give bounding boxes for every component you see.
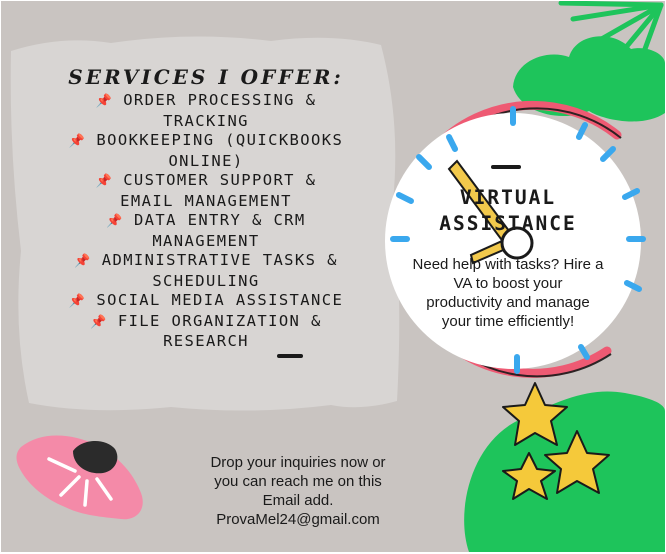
- green-blob-top: [513, 36, 665, 122]
- pushpin-icon: 📌: [95, 94, 114, 109]
- clock-icon: [385, 100, 646, 378]
- pushpin-icon: 📌: [68, 134, 87, 149]
- contact-email: ProvaMel24@gmail.com: [216, 511, 380, 528]
- pushpin-icon: 📌: [95, 174, 114, 189]
- list-item: 📌SOCIAL MEDIA ASSISTANCE: [68, 291, 344, 309]
- pushpin-icon: 📌: [90, 314, 108, 330]
- list-item: 📌CUSTOMER SUPPORT &EMAIL MANAGEMENT: [95, 171, 317, 210]
- flower-icon: [16, 435, 143, 520]
- paint-patch: [10, 36, 400, 411]
- list-item: 📌ORDER PROCESSING &TRACKING: [95, 91, 317, 130]
- contact-line: you can reach me on this: [214, 473, 382, 490]
- star-icon: [502, 382, 610, 500]
- virtual-assistance-title: VIRTUAL ASSISTANCE: [439, 186, 577, 235]
- clock-hands: [447, 159, 534, 265]
- contact-line: Drop your inquiries now or: [210, 454, 386, 471]
- contact-section: Drop your inquiries now or you can reach…: [181, 453, 415, 529]
- clock-ticks: [390, 106, 646, 374]
- pushpin-icon: 📌: [106, 214, 124, 229]
- services-list: 📌ORDER PROCESSING &TRACKING 📌BOOKKEEPING…: [41, 91, 371, 352]
- list-item: 📌ADMINISTRATIVE TASKS &SCHEDULING: [74, 251, 338, 290]
- contact-line: Email add.: [262, 492, 334, 509]
- services-heading: SERVICES I OFFER:: [68, 65, 344, 89]
- services-section: SERVICES I OFFER: 📌ORDER PROCESSING &TRA…: [41, 65, 371, 352]
- virtual-assistance-text: Need help with tasks? Hire a VA to boost…: [412, 256, 604, 330]
- pushpin-icon: 📌: [68, 294, 87, 309]
- list-item: 📌FILE ORGANIZATION &RESEARCH: [90, 311, 322, 351]
- pushpin-icon: 📌: [74, 254, 92, 269]
